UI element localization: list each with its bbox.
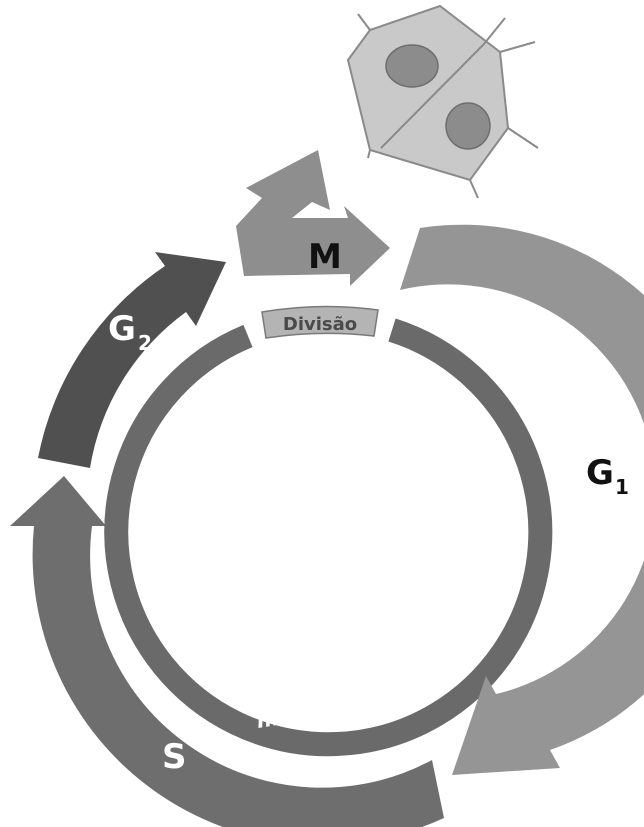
phase-g1-letter: G bbox=[586, 453, 614, 493]
division-tag: Divisão bbox=[261, 305, 379, 339]
m-arrow bbox=[236, 150, 390, 286]
phase-g2-letter: G bbox=[108, 309, 136, 349]
daughter-cells bbox=[346, 4, 539, 199]
division-label: Divisão bbox=[283, 314, 357, 335]
phase-s-label: S bbox=[162, 737, 187, 777]
inner-ring bbox=[104, 318, 553, 757]
interphase-label: Interfase bbox=[255, 688, 359, 733]
cell-division-line bbox=[380, 43, 485, 149]
cell-division-line bbox=[367, 149, 371, 159]
phase-g2-subscript: 2 bbox=[138, 331, 152, 355]
phase-g1-label: G 1 bbox=[586, 453, 629, 499]
phase-m-label: M bbox=[308, 237, 342, 277]
cell-division-line bbox=[507, 127, 539, 149]
cell-division-line bbox=[499, 41, 536, 53]
phase-g2-label: G 2 bbox=[108, 309, 152, 355]
nucleus-top bbox=[385, 44, 439, 88]
g2-arrow bbox=[38, 252, 226, 468]
division-tag-shape bbox=[261, 305, 379, 339]
s-arrow bbox=[10, 476, 444, 827]
cell-outline bbox=[346, 4, 510, 182]
cell-division-line bbox=[483, 17, 506, 45]
phase-g1-subscript: 1 bbox=[615, 475, 629, 499]
inner-ring-arc bbox=[104, 318, 553, 757]
cell-division-line bbox=[469, 179, 479, 199]
g1-arrow bbox=[400, 224, 644, 775]
nucleus-bottom bbox=[445, 102, 491, 150]
cell-division-line bbox=[357, 13, 371, 31]
